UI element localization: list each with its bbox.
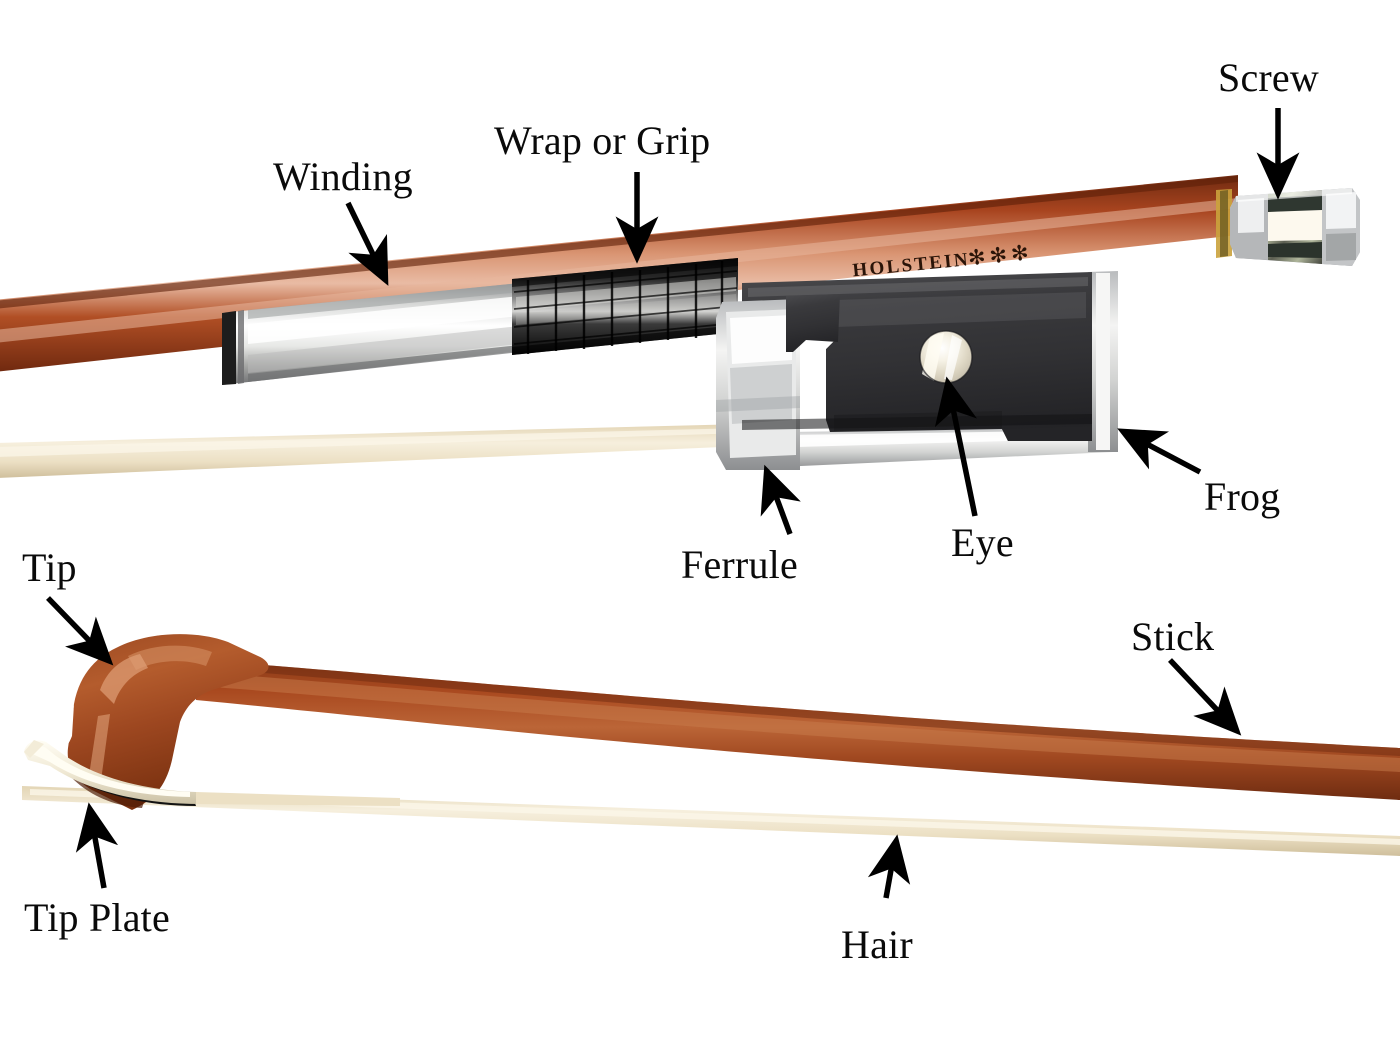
winding-arrow xyxy=(345,201,389,286)
bow-stick-lower xyxy=(196,660,1400,800)
stick-arrow xyxy=(1167,658,1242,736)
wrap-grip xyxy=(512,258,738,355)
label-screw: Screw xyxy=(1218,55,1319,100)
label-wrap-or-grip: Wrap or Grip xyxy=(494,118,711,163)
label-tip: Tip xyxy=(22,545,77,590)
frog xyxy=(716,271,1118,470)
winding xyxy=(222,283,520,385)
bow-hair-upper xyxy=(0,424,745,478)
label-tip-plate: Tip Plate xyxy=(24,895,170,940)
label-eye: Eye xyxy=(951,520,1014,565)
label-ferrule: Ferrule xyxy=(681,542,798,587)
label-frog: Frog xyxy=(1204,474,1281,519)
callout-arrows xyxy=(46,108,1300,899)
svg-text:✻✻✻: ✻✻✻ xyxy=(967,240,1034,270)
eye xyxy=(919,330,973,384)
tip-plate xyxy=(24,740,200,804)
frog-end-view: HOLSTEIN ✻✻✻ xyxy=(0,175,1360,478)
label-winding: Winding xyxy=(273,154,413,199)
tipplate-arrow xyxy=(75,802,119,889)
ferrule-arrow xyxy=(760,464,801,535)
tip-arrow xyxy=(46,596,114,666)
eye-arrow xyxy=(934,376,978,517)
tip-end-view xyxy=(22,634,1400,856)
label-hair: Hair xyxy=(841,922,913,967)
screw xyxy=(1216,188,1360,266)
hair-arrow xyxy=(867,834,911,899)
tip-head xyxy=(24,634,400,810)
frog-arrow xyxy=(1117,428,1202,475)
label-stick: Stick xyxy=(1131,614,1215,659)
